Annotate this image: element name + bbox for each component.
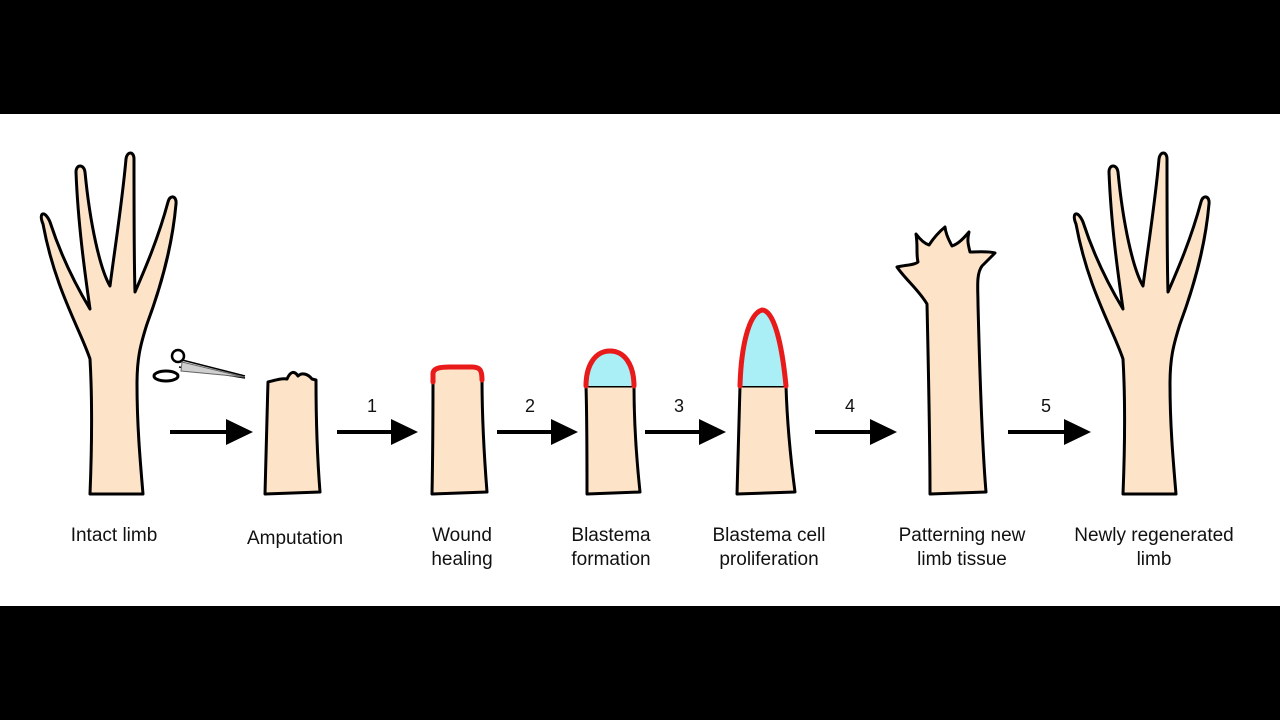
arrow-1 xyxy=(337,419,418,445)
scissors-icon xyxy=(152,348,246,383)
step-number-5: 5 xyxy=(1040,396,1051,416)
stage-label-intact: Intact limb xyxy=(70,525,158,546)
stage-label-amputation: Amputation xyxy=(246,528,344,549)
regeneration-diagram xyxy=(39,151,1211,496)
wound-healing-stump xyxy=(430,365,489,496)
blastema-epidermis xyxy=(583,348,637,389)
intact-limb xyxy=(39,151,178,496)
step-number-4: 4 xyxy=(844,396,855,416)
arrow-2 xyxy=(497,419,578,445)
regenerated-limb xyxy=(1072,151,1211,496)
arrow-4 xyxy=(815,419,897,445)
step-number-2: 2 xyxy=(524,396,535,416)
step-number-3: 3 xyxy=(673,396,684,416)
arrow-0 xyxy=(170,419,253,445)
amputation-stump xyxy=(263,370,322,496)
proliferation-epidermis xyxy=(737,307,789,389)
arrow-5 xyxy=(1008,419,1091,445)
step-number-1: 1 xyxy=(366,396,377,416)
arrow-3 xyxy=(645,419,726,445)
patterning-limb xyxy=(895,225,997,496)
blastema-formation-stump xyxy=(584,384,642,496)
wound-epidermis xyxy=(430,364,485,385)
blastema-cap xyxy=(586,351,634,386)
proliferation-stump xyxy=(735,384,797,496)
